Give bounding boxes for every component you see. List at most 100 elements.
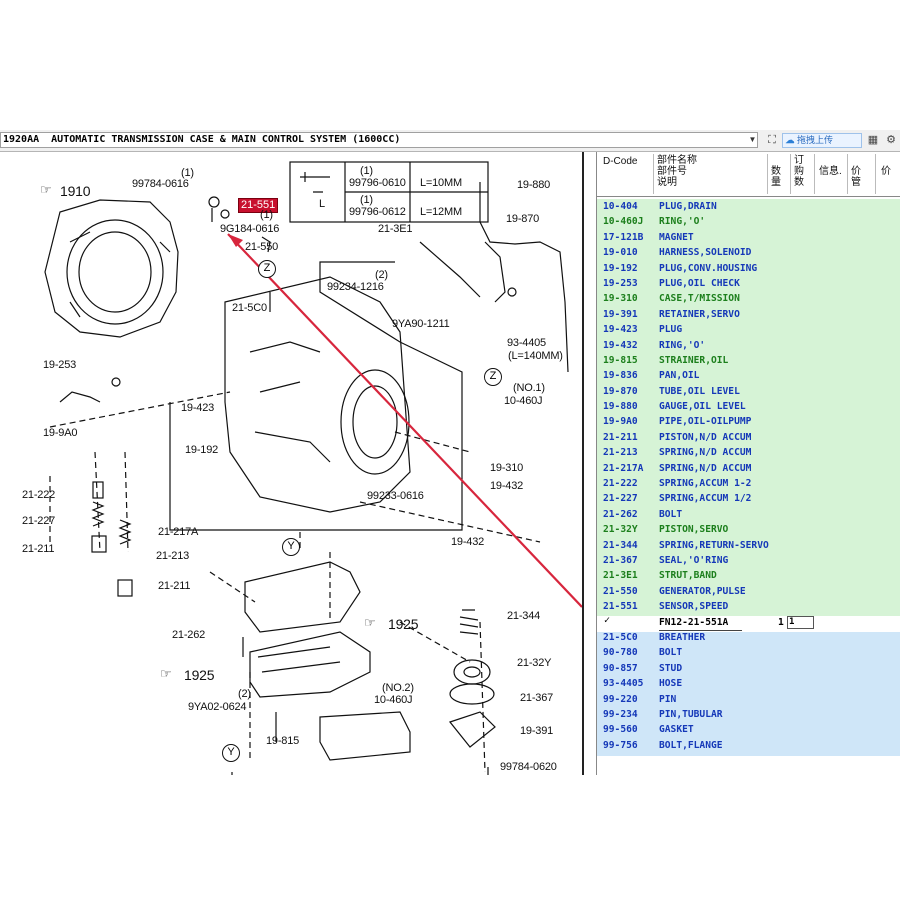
part-label[interactable]: 19-9A0 [43, 427, 78, 439]
part-number: FN12-21-551A [659, 615, 743, 631]
part-label[interactable]: 99784-0620 [500, 761, 557, 773]
ref-1910[interactable]: 1910 [60, 183, 91, 199]
part-label[interactable]: 99234-1216 [327, 281, 384, 293]
col-price[interactable]: 价 [881, 166, 891, 177]
col-dcode[interactable]: D-Code [603, 156, 638, 167]
callout-y: Y [222, 744, 240, 762]
highlighted-part-21-551[interactable]: 21-551 [238, 198, 279, 213]
col-info[interactable]: 信息. [819, 166, 842, 177]
part-label[interactable]: 19-880 [517, 179, 551, 191]
part-label[interactable]: 99784-0616 [132, 178, 189, 190]
part-label[interactable]: 19-432 [451, 536, 485, 548]
ref-1925[interactable]: 1925 [388, 616, 419, 632]
part-label[interactable]: 21-3E1 [378, 223, 413, 235]
part-label[interactable]: 19-310 [490, 462, 524, 474]
part-label[interactable]: 19-870 [506, 213, 540, 225]
col-part-number[interactable]: 部件号 [657, 166, 687, 177]
part-label[interactable]: 21-213 [156, 550, 190, 562]
chevron-down-icon[interactable]: ▼ [748, 135, 757, 144]
check-icon[interactable]: ✓ [604, 614, 611, 626]
part-label[interactable]: 21-367 [520, 692, 554, 704]
part-label[interactable]: 21-211 [158, 580, 191, 592]
col-price-mgmt[interactable]: 价管 [851, 166, 861, 188]
part-label[interactable]: 21-217A [158, 526, 199, 538]
part-label[interactable]: 9YA90-1211 [392, 318, 450, 330]
qty-note: (2) [375, 269, 388, 281]
part-label[interactable]: 10-460J [504, 395, 543, 407]
col-quantity[interactable]: 数量 [771, 166, 781, 188]
col-order-qty[interactable]: 订购数 [794, 155, 804, 188]
part-label[interactable]: 99233-0616 [367, 490, 424, 502]
order-qty-input[interactable]: 1 [787, 615, 814, 629]
part-label[interactable]: 21-227 [22, 515, 56, 527]
part-label[interactable]: 99796-0612 [349, 206, 406, 218]
part-label[interactable]: 21-5C0 [232, 302, 267, 314]
part-label[interactable]: 19-192 [185, 444, 219, 456]
part-label[interactable]: 21-32Y [517, 657, 552, 669]
col-remarks[interactable]: 说明 [657, 177, 677, 188]
col-divider [875, 154, 876, 194]
part-label[interactable]: 21-550 [245, 241, 279, 253]
part-label[interactable]: 19-391 [520, 725, 554, 737]
part-description: RING,'O' [659, 216, 706, 228]
part-label[interactable]: 19-423 [181, 402, 215, 414]
part-label[interactable]: 19-253 [43, 359, 77, 371]
part-label[interactable]: 21-211 [22, 543, 55, 555]
upload-button[interactable]: ☁拖拽上传 [782, 133, 862, 148]
crop-icon[interactable]: ⛶ [768, 134, 776, 146]
gear-icon[interactable]: ⚙ [886, 134, 896, 146]
part-label[interactable]: 99796-0610 [349, 177, 406, 189]
part-label[interactable]: 9YA02-0624 [188, 701, 247, 713]
part-label[interactable]: 21-344 [507, 610, 541, 622]
part-dcode: 21-367 [603, 554, 638, 566]
part-dcode: 21-3E1 [603, 570, 638, 582]
part-label[interactable]: 19-432 [490, 480, 524, 492]
part-label[interactable]: 19-815 [266, 735, 300, 747]
part-label[interactable]: 10-460J [374, 694, 413, 706]
ref-1925[interactable]: 1925 [184, 667, 215, 683]
grid-icon[interactable]: ▦ [867, 134, 879, 146]
col-part-name[interactable]: 部件名称 [657, 155, 697, 166]
part-label[interactable]: 21-222 [22, 489, 56, 501]
part-label[interactable]: 9G184-0616 [220, 223, 280, 235]
part-label[interactable]: 21-262 [172, 629, 206, 641]
part-label[interactable]: 93-4405 [507, 337, 546, 349]
title-combo[interactable]: 1920AA AUTOMATIC TRANSMISSION CASE & MAI… [0, 132, 758, 148]
